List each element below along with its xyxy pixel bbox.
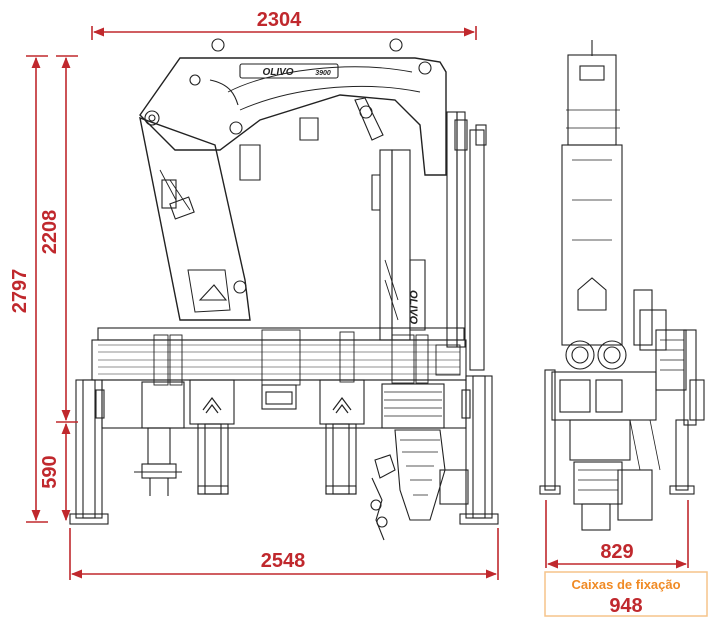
lifting-eye-right — [389, 38, 403, 52]
column-plate — [161, 179, 177, 209]
boom-logo-plate — [239, 63, 339, 79]
lifting-eye-left — [211, 38, 225, 52]
inner-boom-outline — [139, 57, 447, 176]
side-leg-right — [675, 419, 689, 491]
side-boom-top — [567, 54, 617, 146]
fixing-box-frame — [544, 571, 708, 617]
side-view-crane — [539, 40, 705, 531]
dimension-lines — [26, 26, 689, 580]
side-column — [561, 144, 623, 346]
stabiliser-box-left — [189, 379, 235, 425]
dim-arm-height: 2208 — [39, 210, 61, 255]
boom-model-badge: 3900 — [315, 70, 331, 77]
boom-brand-logo: OLIVO — [262, 67, 293, 78]
support-legs — [69, 375, 499, 525]
stabiliser-box-right — [319, 379, 365, 425]
dim-side-width: 829 — [600, 541, 633, 563]
front-view-crane: OLIVO — [69, 38, 499, 541]
side-base-housing — [551, 371, 657, 421]
dim-total-height: 2797 — [9, 269, 31, 314]
vertical-brand-text: OLIVO — [407, 290, 419, 325]
dim-base-height: 590 — [39, 455, 61, 488]
extension-mast-left — [379, 149, 393, 341]
control-valves — [153, 329, 461, 386]
dim-bottom-width: 2548 — [261, 550, 306, 572]
dim-top-width: 2304 — [257, 9, 302, 31]
side-column-badge — [577, 277, 607, 311]
stabiliser-cylinders — [134, 423, 357, 496]
fixing-box-width: 948 — [609, 595, 642, 617]
column-outline — [139, 116, 251, 321]
side-leg-left — [544, 369, 556, 491]
hook-assembly — [370, 429, 469, 541]
fixing-box-label: Caixas de fixação — [571, 577, 680, 592]
